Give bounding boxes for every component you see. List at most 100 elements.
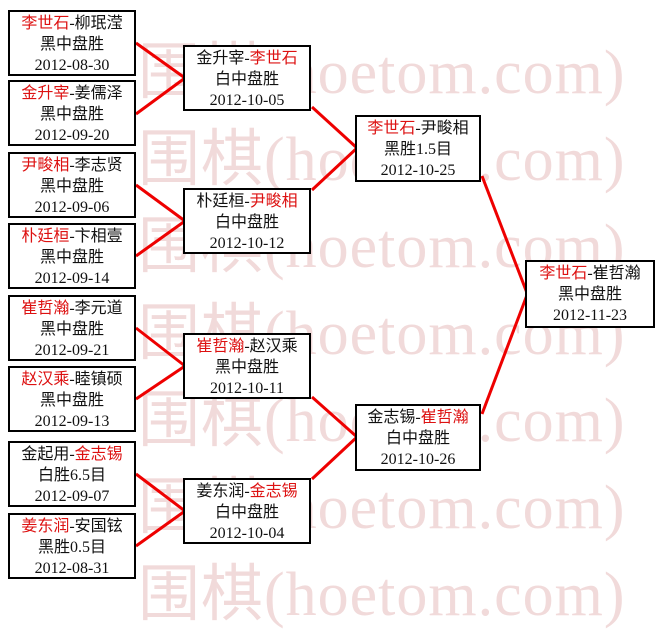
match-result: 白中盘胜 [214, 71, 279, 88]
connector-line [135, 76, 186, 116]
player-name: 睦镇硕 [74, 371, 123, 388]
bracket-page: { "watermark": { "text": "围棋(hoetom.com)… [8, 10, 655, 626]
player-name: 金志锡 [74, 446, 123, 463]
player-separator: - [69, 371, 75, 388]
match-players: 朴廷桓-尹畯相 [185, 191, 309, 212]
connector-line [135, 509, 186, 548]
match-box: 金升宰-李世石 白中盘胜 2012-10-05 [183, 45, 311, 111]
player-name: 安国铉 [74, 518, 123, 535]
match-box: 金起用-金志锡 白胜6.5目 2012-09-07 [8, 441, 136, 507]
match-date: 2012-08-30 [34, 57, 110, 74]
match-date: 2012-09-06 [34, 199, 110, 216]
player-name: 金起用 [21, 446, 70, 463]
player-name: 李志贤 [74, 157, 123, 174]
connector-line [135, 472, 186, 513]
player-name: 卞相壹 [74, 228, 123, 245]
player-name: 姜儒泽 [74, 85, 123, 102]
match-date: 2012-10-12 [209, 235, 285, 252]
player-separator: - [415, 120, 421, 137]
match-box: 朴廷桓-卞相壹 黑中盘胜 2012-09-14 [8, 223, 136, 289]
player-name: 柳珉滢 [74, 15, 123, 32]
match-date: 2012-10-04 [209, 525, 285, 542]
match-players: 李世石-柳珉滢 [10, 13, 134, 34]
player-name: 李世石 [249, 50, 298, 67]
connector-line [135, 41, 186, 80]
match-box: 李世石-崔哲瀚 黑中盘胜 2012-11-23 [525, 260, 655, 328]
match-result: 黑胜0.5目 [37, 539, 106, 556]
match-players: 金起用-金志锡 [10, 444, 134, 465]
player-name: 崔哲瀚 [592, 265, 641, 282]
connector-line [480, 294, 529, 415]
match-box: 姜东润-安国铉 黑胜0.5目 2012-08-31 [8, 513, 136, 579]
match-box: 姜东润-金志锡 白中盘胜 2012-10-04 [183, 478, 311, 544]
match-date: 2012-09-13 [34, 413, 110, 430]
match-result: 黑中盘胜 [39, 392, 104, 409]
connector-line [135, 183, 186, 223]
match-players: 崔哲瀚-李元道 [10, 298, 134, 319]
player-name: 金升宰 [196, 50, 245, 67]
player-name: 李世石 [539, 265, 588, 282]
match-box: 崔哲瀚-李元道 黑中盘胜 2012-09-21 [8, 295, 136, 361]
match-result: 黑胜1.5目 [383, 141, 452, 158]
match-players: 赵汉乘-睦镇硕 [10, 369, 134, 390]
player-name: 崔哲瀚 [420, 409, 469, 426]
player-separator: - [69, 15, 75, 32]
match-date: 2012-09-07 [34, 488, 110, 505]
match-result: 白中盘胜 [385, 430, 450, 447]
player-name: 姜东润 [21, 518, 70, 535]
match-result: 黑中盘胜 [39, 106, 104, 123]
match-box: 李世石-尹畯相 黑胜1.5目 2012-10-25 [355, 115, 481, 182]
connector-line [135, 219, 186, 258]
match-box: 崔哲瀚-赵汉乘 黑中盘胜 2012-10-11 [183, 333, 311, 399]
player-name: 金志锡 [249, 483, 298, 500]
match-players: 金升宰-姜儒泽 [10, 83, 134, 104]
match-result: 黑中盘胜 [557, 286, 622, 303]
match-players: 姜东润-金志锡 [185, 481, 309, 502]
player-name: 赵汉乘 [21, 371, 70, 388]
match-players: 尹畯相-李志贤 [10, 155, 134, 176]
match-players: 李世石-崔哲瀚 [527, 263, 653, 284]
match-players: 姜东润-安国铉 [10, 516, 134, 537]
player-separator: - [69, 518, 75, 535]
player-name: 金升宰 [21, 85, 70, 102]
connector-line [480, 175, 529, 294]
player-name: 朴廷桓 [21, 228, 70, 245]
match-result: 黑中盘胜 [39, 249, 104, 266]
match-date: 2012-10-25 [380, 162, 456, 179]
match-result: 白中盘胜 [214, 504, 279, 521]
player-separator: - [244, 193, 250, 210]
player-name: 崔哲瀚 [21, 300, 70, 317]
connector-line [311, 395, 358, 439]
match-box: 李世石-柳珉滢 黑中盘胜 2012-08-30 [8, 10, 136, 76]
match-date: 2012-10-26 [380, 451, 456, 468]
match-box: 金升宰-姜儒泽 黑中盘胜 2012-09-20 [8, 80, 136, 146]
player-separator: - [69, 446, 75, 463]
match-players: 金升宰-李世石 [185, 48, 309, 69]
match-date: 2012-11-23 [552, 307, 628, 324]
match-result: 白中盘胜 [214, 214, 279, 231]
match-date: 2012-09-20 [34, 127, 110, 144]
player-separator: - [244, 338, 250, 355]
match-result: 黑中盘胜 [39, 36, 104, 53]
bracket-lines [135, 41, 529, 548]
player-separator: - [69, 228, 75, 245]
player-name: 尹畯相 [21, 157, 70, 174]
player-name: 金志锡 [367, 409, 416, 426]
match-date: 2012-10-05 [209, 92, 285, 109]
match-date: 2012-08-31 [34, 560, 110, 577]
match-players: 金志锡-崔哲瀚 [357, 407, 479, 428]
player-name: 尹畯相 [249, 193, 298, 210]
player-name: 李世石 [21, 15, 70, 32]
player-separator: - [69, 300, 75, 317]
match-result: 黑中盘胜 [214, 359, 279, 376]
match-box: 金志锡-崔哲瀚 白中盘胜 2012-10-26 [355, 404, 481, 471]
match-players: 李世石-尹畯相 [357, 118, 479, 139]
match-date: 2012-10-11 [209, 380, 285, 397]
connector-line [310, 435, 359, 481]
player-name: 尹畯相 [420, 120, 469, 137]
connector-line [310, 146, 359, 192]
player-separator: - [415, 409, 421, 426]
player-name: 姜东润 [196, 483, 245, 500]
player-separator: - [587, 265, 593, 282]
match-result: 黑中盘胜 [39, 321, 104, 338]
